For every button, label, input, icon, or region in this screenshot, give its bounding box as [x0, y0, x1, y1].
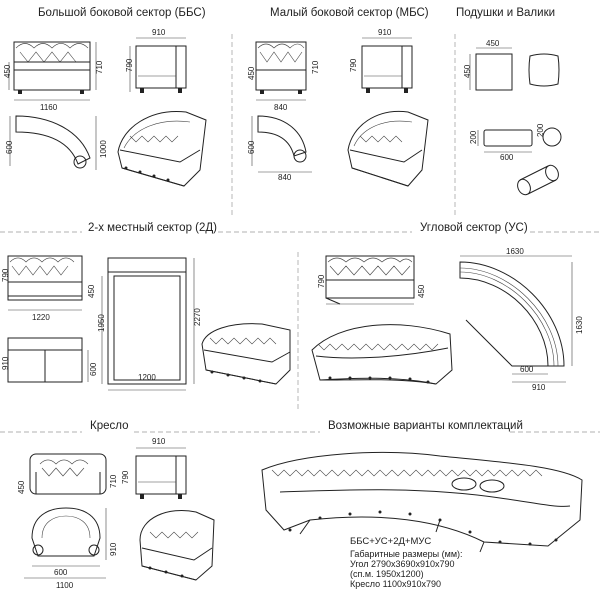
bolster-side — [477, 129, 533, 153]
armchair-perspective — [139, 509, 215, 581]
dim-pil-200: 200 — [469, 130, 478, 144]
dim-mbs-840-plan: 840 — [278, 173, 292, 182]
dim-arm-710: 710 — [109, 474, 118, 488]
dim-mbs-710: 710 — [311, 60, 320, 74]
dim-pil-600: 600 — [500, 153, 514, 162]
dim-arm-790: 790 — [121, 470, 130, 484]
armchair-front-view — [29, 453, 107, 495]
dim-bbs-1000: 1000 — [99, 140, 108, 158]
two-seat-perspective — [201, 323, 291, 385]
dim-bbs-910: 910 — [152, 28, 166, 37]
dims-heading: Габаритные размеры (мм): — [350, 549, 463, 559]
dim-arm-1100: 1100 — [56, 581, 74, 590]
dim-two-1200: 1200 — [138, 373, 156, 382]
dim-bbs-450: 450 — [3, 64, 12, 78]
dim-bbs-600: 600 — [5, 140, 14, 154]
dim-two-600: 600 — [89, 362, 98, 376]
dim-two-1220: 1220 — [32, 313, 50, 322]
mbs-side-view — [361, 37, 413, 93]
dim-cor-910: 910 — [532, 383, 546, 392]
dim-arm-450: 450 — [17, 480, 26, 494]
mbs-plan-view — [251, 115, 312, 173]
dim-two-1950: 1950 — [97, 314, 106, 332]
dim-two-910: 910 — [1, 356, 10, 370]
bbs-side-view — [129, 37, 187, 93]
dim-two-2270: 2270 — [193, 308, 202, 326]
mbs-perspective — [347, 110, 429, 187]
dim-cor-1630h: 1630 — [575, 316, 584, 334]
dim-cor-450: 450 — [417, 284, 426, 298]
dim-mbs-450: 450 — [247, 66, 256, 80]
bbs-front-view — [8, 41, 97, 101]
dim-pil-450h: 450 — [463, 64, 472, 78]
bbs-plan-view — [9, 115, 97, 170]
dim-two-790: 790 — [1, 268, 10, 282]
dims-armchair: Кресло 1100х910х790 — [350, 579, 441, 589]
armchair-plan-view — [24, 507, 107, 579]
dim-pil-d200: 200 — [536, 123, 545, 137]
dim-bbs-710: 710 — [95, 60, 104, 74]
corner-front-view — [325, 255, 415, 305]
mbs-front-view — [255, 41, 307, 101]
title-bbs: Большой боковой сектор (ББС) — [38, 7, 206, 19]
dim-cor-600: 600 — [520, 365, 534, 374]
dim-cor-790: 790 — [317, 274, 326, 288]
dim-mbs-840: 840 — [274, 103, 288, 112]
dim-arm-910top: 910 — [152, 437, 166, 446]
section-dividers — [0, 34, 600, 433]
dims-bed: (сп.м. 1950х1200) — [350, 569, 424, 579]
dim-pil-450w: 450 — [486, 39, 500, 48]
dim-mbs-910: 910 — [378, 28, 392, 37]
bolster-perspective — [517, 164, 559, 196]
corner-perspective — [311, 324, 453, 385]
title-pillows: Подушки и Валики — [456, 7, 556, 19]
dims-corner: Угол 2790х3690х910х790 — [350, 559, 455, 569]
dim-arm-600: 600 — [54, 568, 68, 577]
two-seat-bed-plan — [101, 257, 195, 391]
dim-bbs-1160: 1160 — [40, 103, 58, 112]
title-two-seat: 2-х местный сектор (2Д) — [88, 222, 217, 234]
bolster-end — [542, 127, 562, 147]
dim-two-450: 450 — [87, 284, 96, 298]
dim-cor-1630w: 1630 — [506, 247, 524, 256]
bbs-perspective — [117, 111, 207, 187]
title-variants: Возможные варианты комплектаций — [328, 420, 523, 432]
armchair-side-view — [135, 447, 187, 499]
dim-bbs-790: 790 — [125, 58, 134, 72]
title-armchair: Кресло — [90, 420, 129, 432]
two-seat-front-view — [7, 255, 83, 311]
combo-label: ББС+УС+2Д+МУС — [350, 536, 432, 547]
dim-mbs-600: 600 — [247, 140, 256, 154]
pillow-perspective — [528, 53, 560, 87]
combination-sofa-perspective — [261, 451, 583, 553]
dim-mbs-790: 790 — [349, 58, 358, 72]
pillow-square — [469, 47, 513, 91]
corner-plan-view — [459, 255, 573, 383]
dim-arm-plan910: 910 — [109, 542, 118, 556]
title-mbs: Малый боковой сектор (МБС) — [270, 7, 429, 19]
title-corner: Угловой сектор (УС) — [420, 222, 528, 234]
two-seat-plan-view — [7, 337, 89, 383]
